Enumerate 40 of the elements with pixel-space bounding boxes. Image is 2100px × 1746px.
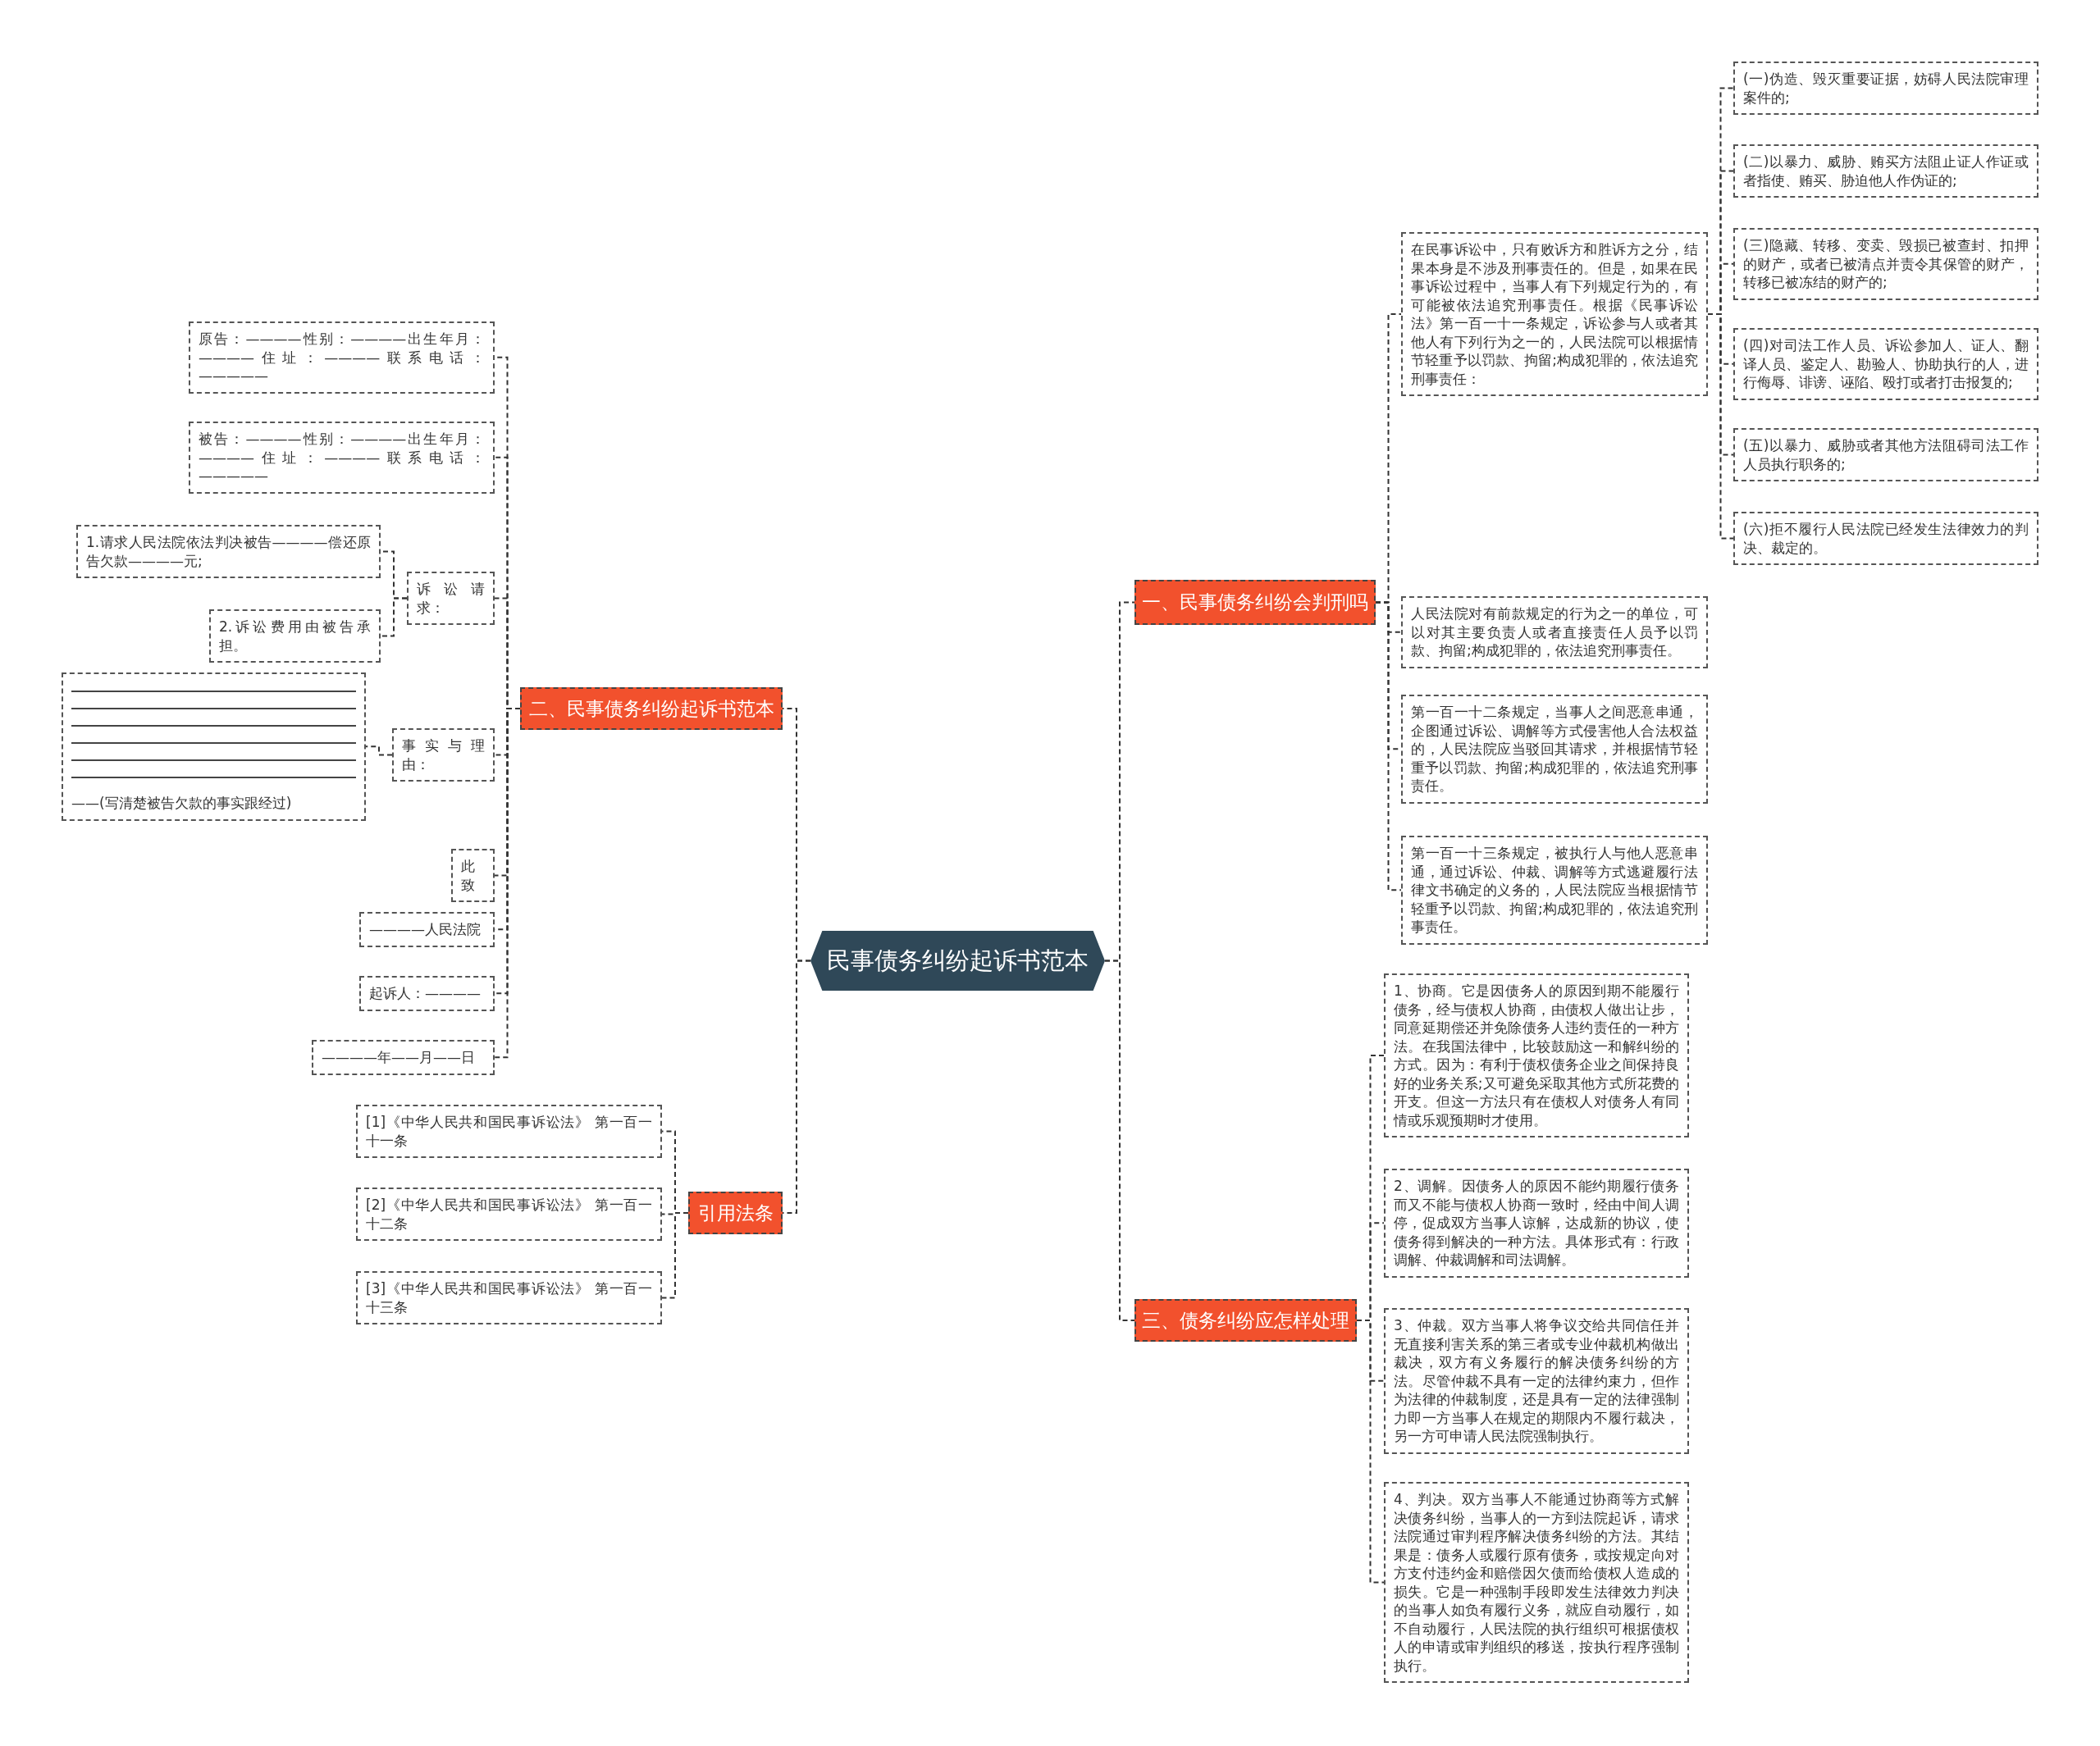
text-box: (三)隐藏、转移、变卖、毁损已被查封、扣押的财产，或者已被清点并责令其保管的财产，转移已被冻结的财产的; xyxy=(1733,228,2038,300)
text-box: 2、调解。因债务人的原因不能约期履行债务而又不能与债权人协商一致时，经由中间人调停，促成双方当事人谅解，达成新的协议，使债务得到解决的一种方法。具体形式有：行政调解、仲裁调解和司法调解。 xyxy=(1384,1169,1689,1278)
text-box: 2.诉讼费用由被告承担。 xyxy=(209,609,381,663)
writing-box xyxy=(62,672,366,821)
text-box: [3]《中华人民共和国民事诉讼法》 第一百一十三条 xyxy=(356,1271,662,1324)
branch-box: 引用法条 xyxy=(688,1192,783,1234)
text-box: 起诉人：———— xyxy=(359,976,495,1011)
connector-line xyxy=(1707,313,1734,540)
text-box: (五)以暴力、威胁或者其他方法阻碍司法工作人员执行职务的; xyxy=(1733,428,2038,481)
text-box: [2]《中华人民共和国民事诉讼法》 第一百一十二条 xyxy=(356,1188,662,1241)
text-box: 1、协商。它是因债务人的原因到期不能履行债务，经与债权人协商，由债权人做出让步，同意延期偿还并免除债务人违约责任的一种方法。在我国法律中，比较鼓励这一和解纠纷的方式。因为：有利于债权债务企业之间保持良好的业务关系;又可避免采取其他方式所花费的开支。但这一方法只有在债权人对债务人有同情或乐观预期时才使用。 xyxy=(1384,973,1689,1137)
text-box: 1.请求人民法院依法判决被告————偿还原告欠款————元; xyxy=(76,525,381,578)
text-box: 4、判决。双方当事人不能通过协商等方式解决债务纠纷，当事人的一方到法院起诉，请求法院通过审判程序解决债务纠纷的方法。其结果是：债务人或履行原有债务，或按规定向对方支付违约金和赔偿因欠债而给债权人造成的损失。它是一种强制手段即发生法律效力判决的当事人如负有履行义务，就应自动履行，如不自动履行，人民法院的执行组织可根据债权人的申请或审判组织的移送，按执行程序强制执行。 xyxy=(1384,1482,1689,1683)
connector-line xyxy=(1356,1320,1385,1584)
text-box: 人民法院对有前款规定的行为之一的单位，可以对其主要负责人或者直接责任人员予以罚款、拘留;构成犯罪的，依法追究刑事责任。 xyxy=(1401,596,1708,668)
connector-line xyxy=(1104,960,1135,1321)
text-box: (六)拒不履行人民法院已经发生法律效力的判决、裁定的。 xyxy=(1733,512,2038,565)
text-box: 在民事诉讼中，只有败诉方和胜诉方之分，结果本身是不涉及刑事责任的。但是，如果在民事诉讼过程中，当事人有下列规定行为的，有可能被依法追究刑事责任。根据《民事诉讼法》第一百一十一条规定，诉讼参与人或者其他人有下列行为之一的，人民法院可以根据情节轻重予以罚款、拘留;构成犯罪的，依法追究刑事责任： xyxy=(1401,232,1708,396)
connector-line xyxy=(1375,601,1402,891)
branch-box: 一、民事债务纠纷会判刑吗 xyxy=(1134,580,1376,625)
note-text: ——(写清楚被告欠款的事实跟经过) xyxy=(71,795,292,811)
connector-line xyxy=(365,745,393,756)
text-box: 被告：————性别：————出生年月：————住址：————联系电话：————— xyxy=(189,422,495,494)
text-box: ————人民法院 xyxy=(359,912,495,947)
text-box: 事实与理由： xyxy=(392,728,495,782)
text-box: (四)对司法工作人员、诉讼参加人、证人、翻译人员、鉴定人、勘验人、协助执行的人，进行侮辱、诽谤、诬陷、殴打或者打击报复的; xyxy=(1733,328,2038,400)
text-box: ————年——月——日 xyxy=(312,1040,495,1075)
text-box: 3、仲裁。双方当事人将争议交给共同信任并无直接利害关系的第三者或专业仲裁机构做出裁决，双方有义务履行的解决债务纠纷的方法。尽管仲裁不具有一定的法律约束力，但作为法律的仲裁制度，还是具有一定的法律强制力即一方当事人在规定的期限内不履行裁决，另一方可申请人民法院强制执行。 xyxy=(1384,1308,1689,1454)
text-box: 第一百一十三条规定，被执行人与他人恶意串通，通过诉讼、仲裁、调解等方式逃避履行法律文书确定的义务的，人民法院应当根据情节轻重予以罚款、拘留;构成犯罪的，依法追究刑事责任。 xyxy=(1401,836,1708,945)
text-box: (二)以暴力、威胁、贿买方法阻止证人作证或者指使、贿买、胁迫他人作伪证的; xyxy=(1733,144,2038,198)
text-box: 此致 xyxy=(451,849,495,902)
text-box: 诉讼请求： xyxy=(407,572,495,625)
connector-line xyxy=(380,597,408,637)
text-box: 第一百一十二条规定，当事人之间恶意串通，企图通过诉讼、调解等方式侵害他人合法权益的，人民法院应当驳回其请求，并根据情节轻重予以罚款、拘留;构成犯罪的，依法追究刑事责任。 xyxy=(1401,695,1708,804)
connector-line xyxy=(661,1212,689,1299)
text-box: 原告：————性别：————出生年月：————住址：————联系电话：————— xyxy=(189,321,495,394)
text-box: [1]《中华人民共和国民事诉讼法》 第一百一十一条 xyxy=(356,1105,662,1158)
branch-box: 三、债务纠纷应怎样处理 xyxy=(1134,1299,1357,1342)
text-box: (一)伪造、毁灭重要证据，妨碍人民法院审理案件的; xyxy=(1733,62,2038,115)
branch-box: 二、民事债务纠纷起诉书范本 xyxy=(520,687,783,730)
